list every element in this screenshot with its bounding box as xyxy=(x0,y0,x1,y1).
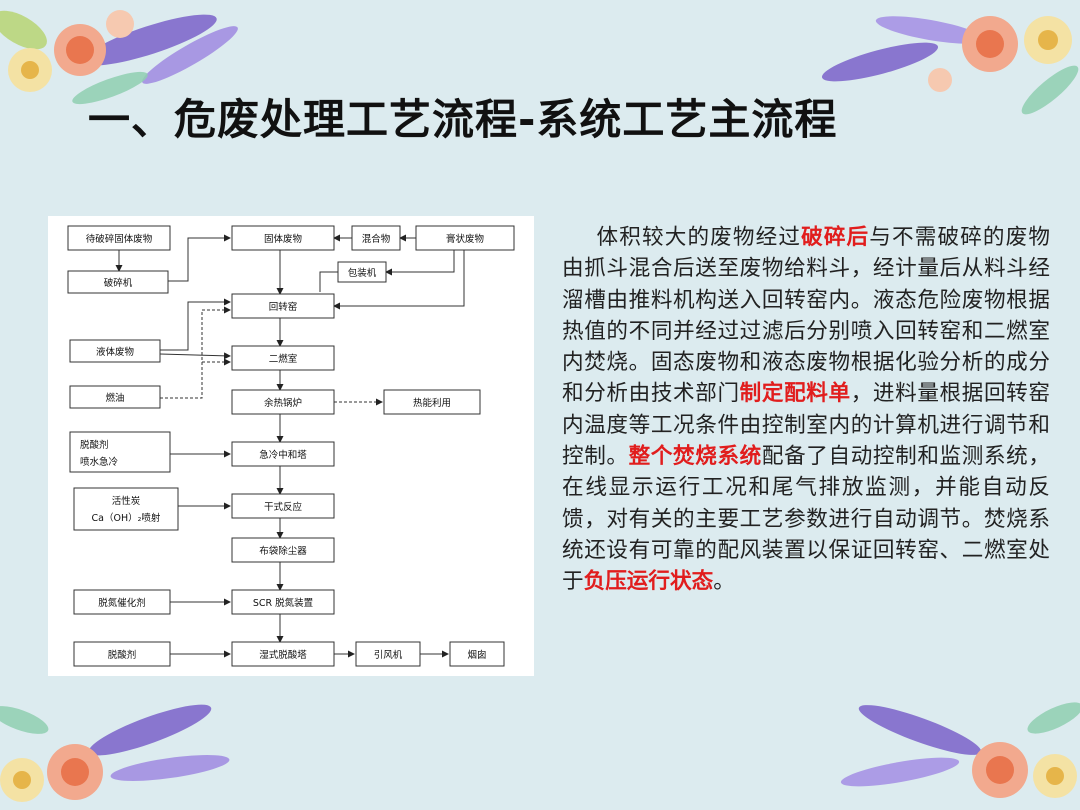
desc-highlight-batch-sheet: 制定配料单 xyxy=(739,381,851,407)
process-flowchart: 待破碎固体废物 破碎机 固体废物 混合物 膏状废物 包装机 回转窑 液体废物 xyxy=(48,216,534,676)
svg-text:烟囱: 烟囱 xyxy=(467,649,486,661)
svg-text:脱酸剂: 脱酸剂 xyxy=(108,649,137,661)
node-wet-scrubber: 湿式脱酸塔 xyxy=(231,641,335,667)
node-secondary-chamber: 二燃室 xyxy=(231,345,335,371)
node-mixture: 混合物 xyxy=(351,225,401,251)
svg-text:混合物: 混合物 xyxy=(362,233,391,245)
svg-text:二燃室: 二燃室 xyxy=(269,353,298,365)
node-chimney: 烟囱 xyxy=(449,641,505,667)
svg-text:回转窑: 回转窑 xyxy=(269,301,298,313)
process-description: 体积较大的废物经过破碎后与不需破碎的废物由抓斗混合后送至废物给料斗，经计量后从料… xyxy=(562,222,1050,598)
node-dry-reaction: 干式反应 xyxy=(231,493,335,519)
svg-text:喷水急冷: 喷水急冷 xyxy=(80,456,119,468)
node-heat-utilization: 热能利用 xyxy=(383,389,481,415)
svg-text:湿式脱酸塔: 湿式脱酸塔 xyxy=(259,649,307,661)
svg-text:SCR 脱氮装置: SCR 脱氮装置 xyxy=(253,597,313,609)
floral-decoration-bottom-right-icon xyxy=(840,702,1080,798)
svg-text:包装机: 包装机 xyxy=(348,267,377,279)
svg-text:膏状废物: 膏状废物 xyxy=(446,233,485,245)
node-liquid-waste: 液体废物 xyxy=(69,339,161,363)
desc-highlight-negative-pressure: 负压运行状态 xyxy=(583,569,714,595)
svg-text:引风机: 引风机 xyxy=(374,649,403,661)
node-waste-heat-boiler: 余热锅炉 xyxy=(231,389,335,415)
svg-text:布袋除尘器: 布袋除尘器 xyxy=(259,545,307,557)
node-solid-waste: 固体废物 xyxy=(231,225,335,251)
node-quench-tower: 急冷中和塔 xyxy=(231,441,335,467)
svg-text:固体废物: 固体废物 xyxy=(264,233,303,245)
floral-decoration-top-left-icon xyxy=(0,10,238,105)
svg-text:液体废物: 液体废物 xyxy=(96,346,135,358)
node-fuel-oil: 燃油 xyxy=(69,385,161,409)
floral-decoration-bottom-left-icon xyxy=(0,704,230,802)
node-induced-fan: 引风机 xyxy=(355,641,421,667)
desc-segment-8: 。 xyxy=(713,569,735,595)
svg-text:余热锅炉: 余热锅炉 xyxy=(264,397,302,409)
node-bag-filter: 布袋除尘器 xyxy=(231,537,335,563)
flowchart-canvas: 待破碎固体废物 破碎机 固体废物 混合物 膏状废物 包装机 回转窑 液体废物 xyxy=(67,225,515,667)
slide-title: 一、危废处理工艺流程-系统工艺主流程 xyxy=(88,95,838,144)
node-deacid-agent-2: 脱酸剂 xyxy=(73,641,171,667)
node-scr-device: SCR 脱氮装置 xyxy=(231,589,335,615)
desc-segment-2: 与不需破碎的废物由抓斗混合后送至废物给料斗，经计量后从料斗经溜槽由推料机构送入回… xyxy=(562,225,1050,407)
svg-text:干式反应: 干式反应 xyxy=(264,501,303,513)
floral-decoration-top-right-icon xyxy=(821,16,1079,115)
svg-text:燃油: 燃油 xyxy=(105,392,124,404)
svg-text:脱酸剂: 脱酸剂 xyxy=(80,439,109,451)
desc-highlight-whole-system: 整个焚烧系统 xyxy=(628,444,762,470)
node-solid-waste-to-crush: 待破碎固体废物 xyxy=(67,225,171,251)
svg-text:Ca（OH）₂喷射: Ca（OH）₂喷射 xyxy=(92,512,161,524)
flowchart-connectors xyxy=(115,234,465,658)
desc-highlight-crushing: 破碎后 xyxy=(801,225,870,250)
svg-text:活性炭: 活性炭 xyxy=(112,495,141,507)
node-rotary-kiln: 回转窑 xyxy=(231,293,335,319)
node-crusher: 破碎机 xyxy=(67,270,169,294)
node-activated-carbon: 活性炭 Ca（OH）₂喷射 xyxy=(73,487,179,531)
node-paste-waste: 膏状废物 xyxy=(415,225,515,251)
desc-segment-0: 体积较大的废物经过 xyxy=(596,225,802,250)
svg-text:脱氮催化剂: 脱氮催化剂 xyxy=(98,597,146,609)
desc-segment-4: ，进料量根据回转窑内温度等工况条件由控制室内的计算机进行调节和控制。 xyxy=(562,381,1050,470)
svg-text:急冷中和塔: 急冷中和塔 xyxy=(259,449,307,461)
node-deacid-agent: 脱酸剂 喷水急冷 xyxy=(69,431,171,473)
desc-segment-6: 配备了自动控制和监测系统，在线显示运行工况和尾气排放监测，并能自动反馈，对有关的… xyxy=(562,444,1050,595)
svg-text:破碎机: 破碎机 xyxy=(104,277,133,289)
svg-text:待破碎固体废物: 待破碎固体废物 xyxy=(86,233,153,245)
svg-text:热能利用: 热能利用 xyxy=(413,397,451,409)
node-packer: 包装机 xyxy=(337,261,387,283)
node-denitration-catalyst: 脱氮催化剂 xyxy=(73,589,171,615)
flowchart-dashed-connectors xyxy=(160,306,383,406)
